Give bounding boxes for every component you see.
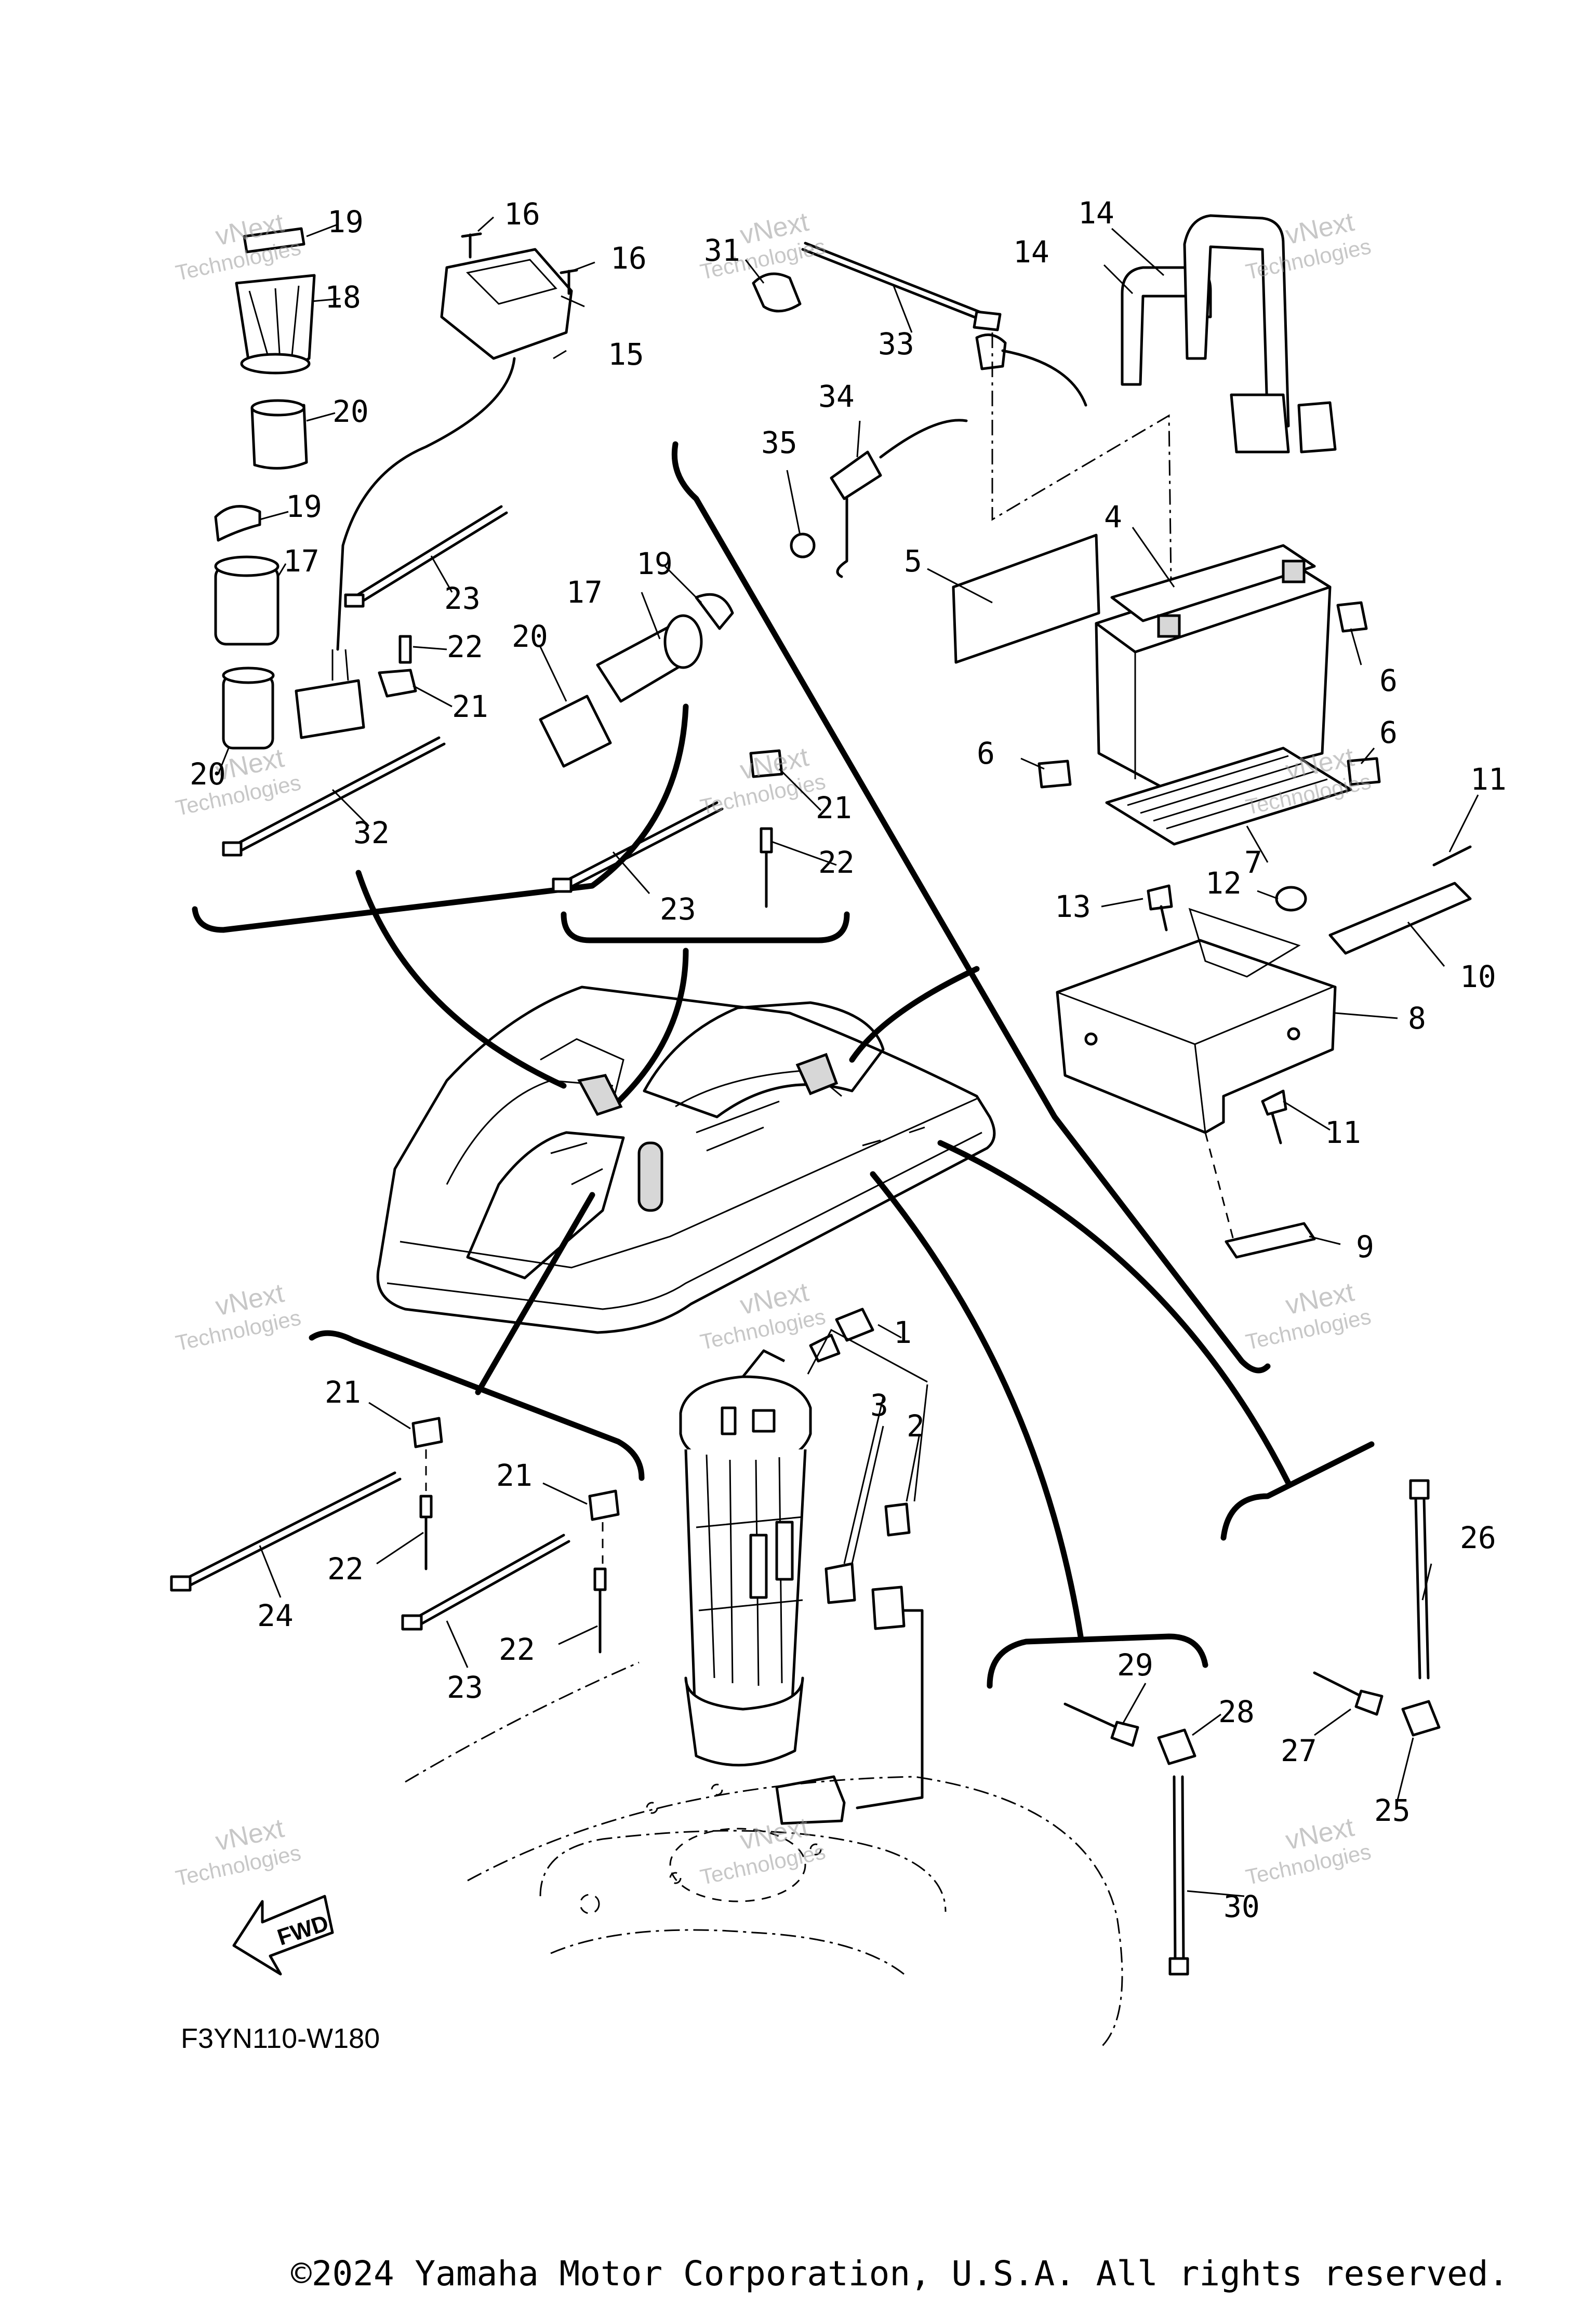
callout-4: 4 [1104,499,1122,535]
callout-8: 8 [1408,1001,1426,1036]
callout-3: 3 [870,1388,888,1423]
callout-18: 18 [325,279,361,315]
callout-11: 11 [1470,762,1507,797]
callout-31: 31 [704,233,740,268]
callout-10: 10 [1460,959,1496,994]
callout-13: 13 [1055,889,1091,924]
callout-2: 2 [907,1408,925,1444]
watercraft-hull [376,985,996,1334]
callout-20: 20 [512,619,548,654]
callout-21: 21 [452,689,488,724]
callout-22: 22 [499,1632,535,1667]
fuel-pump-group [679,1308,928,1825]
callout-6: 6 [1379,715,1398,750]
switch-panel-group [214,227,734,857]
callout-33: 33 [878,326,914,362]
leader-lines [217,216,1479,1897]
callout-24: 24 [257,1598,294,1633]
callout-22: 22 [447,629,483,664]
callout-25: 25 [1374,1793,1411,1828]
callout-19: 19 [327,204,364,239]
callout-23: 23 [660,891,696,927]
callout-21: 21 [325,1375,361,1410]
lower-left-ties [170,1417,620,1654]
callout-17: 17 [283,543,320,579]
callout-19: 19 [286,489,322,524]
callout-1: 1 [894,1315,912,1350]
callout-14: 14 [1013,234,1049,270]
battery-group [752,214,1472,1259]
callout-9: 9 [1356,1229,1374,1264]
callout-34: 34 [818,379,855,414]
callout-16: 16 [610,241,647,276]
callout-15: 15 [608,337,644,372]
callout-22: 22 [818,845,855,880]
callout-22: 22 [327,1551,364,1587]
callout-20: 20 [190,756,226,792]
copyright-notice: ©2024 Yamaha Motor Corporation, U.S.A. A… [291,2254,1509,2294]
callout-14: 14 [1078,195,1114,231]
diagram-code: F3YN110-W180 [181,2023,380,2054]
callout-26: 26 [1460,1520,1496,1555]
callout-28: 28 [1218,1694,1255,1729]
callout-6: 6 [977,736,995,771]
callout-21: 21 [496,1458,533,1493]
forward-arrow-icon: FWD [232,1895,334,1976]
callout-27: 27 [1281,1733,1317,1768]
tie-and-rivet-group [552,749,783,908]
callout-19: 19 [636,546,673,581]
callout-5: 5 [904,543,922,579]
callout-7: 7 [1244,845,1262,880]
callout-6: 6 [1379,663,1398,698]
hull-floor [405,1661,1123,2048]
callout-16: 16 [504,196,540,232]
callout-21: 21 [816,790,852,825]
callout-17: 17 [566,575,603,610]
callout-numbers: 19 18 20 16 16 15 19 17 23 22 21 19 17 2… [190,195,1507,1924]
callout-35: 35 [761,425,797,460]
group-brackets [192,441,1375,1689]
callout-30: 30 [1223,1889,1260,1924]
callout-23: 23 [444,581,481,616]
callout-12: 12 [1205,865,1242,901]
callout-20: 20 [332,394,369,429]
callout-23: 23 [447,1670,483,1705]
callout-11: 11 [1325,1115,1361,1150]
callout-32: 32 [353,815,390,850]
callout-29: 29 [1117,1647,1153,1683]
